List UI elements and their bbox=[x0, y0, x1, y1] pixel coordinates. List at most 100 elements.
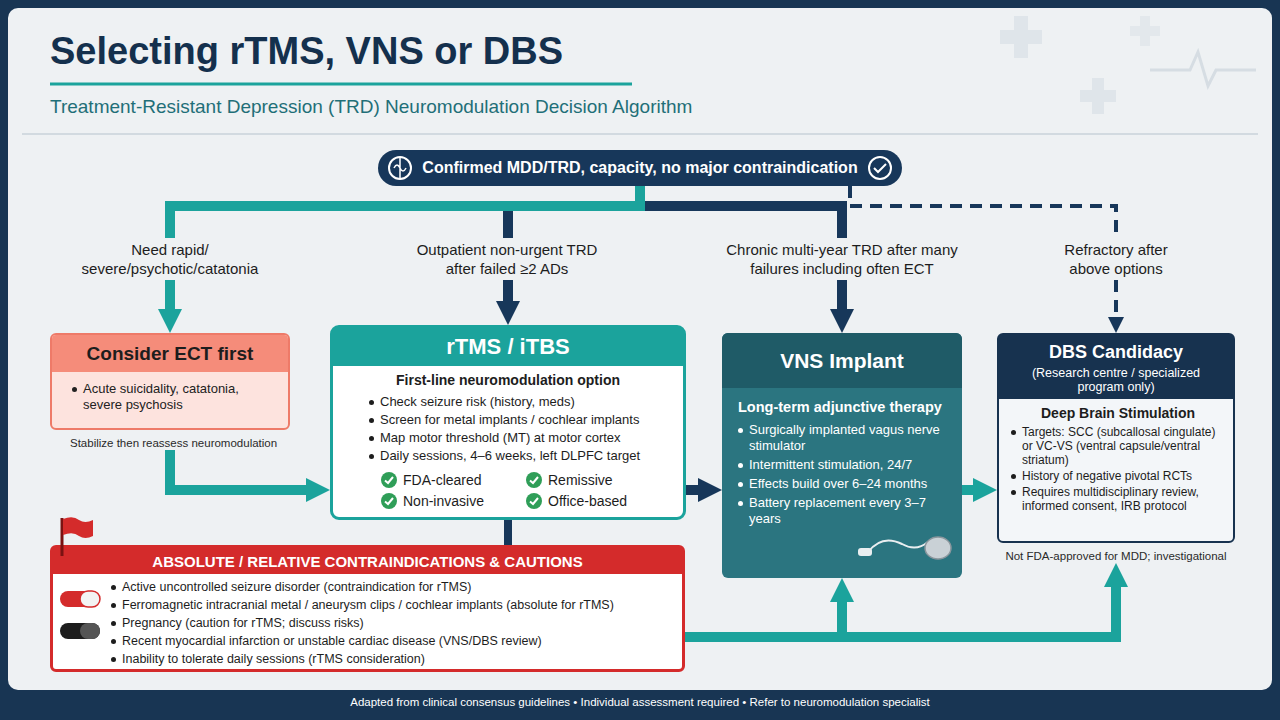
box-note: Not FDA-approved for MDD; investigationa… bbox=[997, 549, 1235, 563]
flow-connector bbox=[686, 485, 708, 495]
bullet-row: History of negative pivotal RCTs bbox=[1011, 469, 1225, 483]
check-item: Non-invasive bbox=[381, 493, 526, 509]
bullet-dot bbox=[738, 428, 743, 433]
start-icons bbox=[389, 157, 891, 179]
box-tagline: First-line neuromodulation option bbox=[345, 372, 671, 388]
bullet-text: Requires multidisciplinary review, infor… bbox=[1022, 485, 1225, 513]
bullet-row: Screen for metal implants / cochlear imp… bbox=[369, 411, 671, 429]
red-pill-half bbox=[80, 591, 100, 607]
flow-connector bbox=[962, 485, 983, 495]
bullet-row: Check seizure risk (history, meds) bbox=[369, 393, 671, 411]
subtitle-label: Treatment-Resistant Depression (TRD) Neu… bbox=[50, 96, 692, 118]
start-label: Confirmed MDD/TRD, capacity, no major co… bbox=[422, 159, 857, 177]
check-badge-icon bbox=[869, 157, 891, 179]
watermark-cross bbox=[1130, 16, 1160, 46]
bullet-row: Daily sessions, 4–6 weeks, left DLPFC ta… bbox=[369, 447, 671, 465]
bullet-text: Inability to tolerate daily sessions (rT… bbox=[122, 650, 425, 668]
node-panel: DBS Candidacy(Research centre / speciali… bbox=[997, 333, 1235, 543]
box-heading: rTMS / iTBS bbox=[446, 334, 569, 360]
bullet-text: Recent myocardial infarction or unstable… bbox=[122, 632, 542, 650]
check-text: Office-based bbox=[548, 493, 627, 509]
bullet-dot bbox=[738, 482, 743, 487]
vns-device bbox=[858, 537, 951, 559]
bullet-text: Daily sessions, 4–6 weeks, left DLPFC ta… bbox=[380, 447, 640, 465]
box-heading: VNS Implant bbox=[780, 349, 904, 373]
bullet-dot bbox=[738, 501, 743, 506]
node-header: rTMS / iTBS bbox=[333, 328, 683, 366]
bullet-text: Ferromagnetic intracranial metal / aneur… bbox=[122, 596, 614, 614]
flow-node: rTMS / iTBS First-line neuromodulation op… bbox=[330, 325, 686, 520]
check-icon bbox=[526, 472, 542, 488]
flow-connector bbox=[170, 450, 316, 490]
bullet-text: Pregnancy (caution for rTMS; discuss ris… bbox=[122, 614, 364, 632]
bullet-row: Inability to tolerate daily sessions (rT… bbox=[111, 650, 674, 668]
box-tagline: Long-term adjunctive therapy bbox=[738, 399, 950, 415]
bullet-row: Battery replacement every 3–7 years bbox=[738, 495, 950, 527]
check-circle bbox=[526, 472, 542, 488]
bullet-text: Map motor threshold (MT) at motor cortex bbox=[380, 429, 621, 447]
bullet-dot bbox=[369, 418, 374, 423]
node-panel: VNS ImplantLong-term adjunctive therapyS… bbox=[722, 333, 962, 578]
box-tagline: Deep Brain Stimulation bbox=[1011, 405, 1225, 421]
brain-icon-detail bbox=[394, 158, 406, 178]
branch-label: Outpatient non-urgent TRD after failed ≥… bbox=[401, 238, 613, 280]
flow-node: VNS ImplantLong-term adjunctive therapyS… bbox=[722, 333, 962, 578]
check-text: FDA-cleared bbox=[403, 472, 482, 488]
node-panel: Consider ECT firstAcute suicidality, cat… bbox=[50, 333, 290, 430]
bullet-text: Active uncontrolled seizure disorder (co… bbox=[122, 578, 471, 596]
bullet-dot bbox=[1011, 430, 1016, 435]
node-panel: Confirmed MDD/TRD, capacity, no major co… bbox=[378, 150, 902, 186]
watermark-cross bbox=[1080, 78, 1116, 114]
bullet-text: Screen for metal implants / cochlear imp… bbox=[380, 411, 639, 429]
title-underline bbox=[50, 83, 632, 86]
node-body: Long-term adjunctive therapySurgically i… bbox=[722, 388, 962, 578]
canvas-panel bbox=[8, 8, 1272, 690]
device-electrode bbox=[858, 548, 872, 556]
bullet-dot bbox=[111, 621, 116, 626]
check-icon bbox=[526, 493, 542, 509]
header-divider bbox=[22, 133, 1258, 135]
flow-connector bbox=[685, 592, 842, 637]
check-item: FDA-cleared bbox=[381, 472, 526, 488]
node-body: Active uncontrolled seizure disorder (co… bbox=[53, 574, 682, 670]
red-pill bbox=[60, 591, 100, 607]
bullet-text: Battery replacement every 3–7 years bbox=[749, 495, 950, 527]
warning-flag bbox=[62, 517, 93, 556]
bullet-row: Acute suicidality, catatonia, severe psy… bbox=[72, 381, 278, 413]
check-icon bbox=[381, 493, 397, 509]
flow-connector bbox=[170, 186, 640, 319]
node-panel: rTMS / iTBS First-line neuromodulation op… bbox=[330, 325, 686, 520]
box-note: Stabilize then reassess neuromodulation bbox=[50, 436, 290, 450]
flow-connector bbox=[685, 577, 1116, 637]
check-mark bbox=[530, 477, 538, 483]
bullet-row: Pregnancy (caution for rTMS; discuss ris… bbox=[111, 614, 674, 632]
node-header: VNS Implant bbox=[722, 333, 962, 388]
branch-label: Refractory after above options bbox=[1041, 238, 1191, 280]
box-heading: Consider ECT first bbox=[87, 343, 254, 365]
check-item: Office-based bbox=[526, 493, 671, 509]
check-circle bbox=[526, 493, 542, 509]
branch-label: Need rapid/ severe/psychotic/catatonia bbox=[70, 238, 270, 280]
bullet-dot bbox=[1011, 490, 1016, 495]
flow-node: Confirmed MDD/TRD, capacity, no major co… bbox=[378, 150, 902, 186]
bullet-dot bbox=[111, 603, 116, 608]
bullet-dot bbox=[111, 639, 116, 644]
bullet-row: Active uncontrolled seizure disorder (co… bbox=[111, 578, 674, 596]
watermark-pulse bbox=[1150, 52, 1256, 86]
bullet-dot bbox=[738, 463, 743, 468]
check-mark bbox=[385, 477, 393, 483]
bullet-row: Effects build over 6–24 months bbox=[738, 476, 950, 492]
node-panel: ABSOLUTE / RELATIVE CONTRAINDICATIONS & … bbox=[50, 545, 685, 672]
check-text: Remissive bbox=[548, 472, 613, 488]
check-icon bbox=[381, 472, 397, 488]
bullet-row: Targets: SCC (subcallosal cingulate) or … bbox=[1011, 425, 1225, 467]
check-circle bbox=[381, 493, 397, 509]
flag-cloth bbox=[63, 517, 93, 538]
flow-node: ABSOLUTE / RELATIVE CONTRAINDICATIONS & … bbox=[50, 545, 685, 672]
box-subheading: (Research centre / specialized program o… bbox=[1007, 366, 1225, 394]
flow-connector bbox=[850, 186, 1116, 321]
bullet-row: Surgically implanted vagus nerve stimula… bbox=[738, 422, 950, 454]
bullet-row: Requires multidisciplinary review, infor… bbox=[1011, 485, 1225, 513]
